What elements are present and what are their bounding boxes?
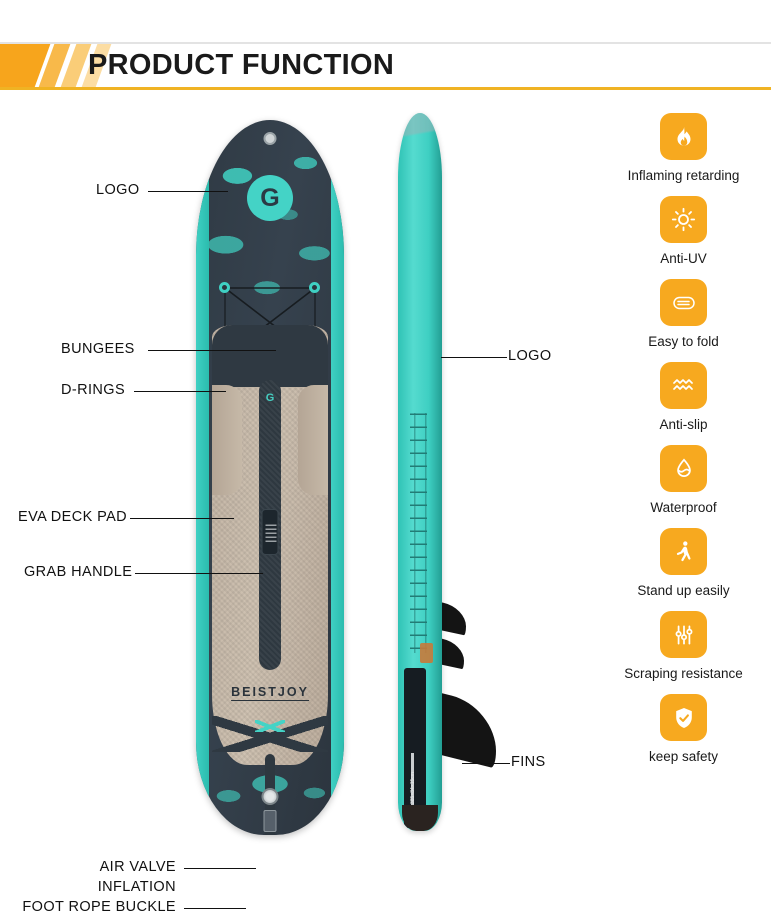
callout-logo: LOGO: [96, 182, 140, 198]
waves-icon: [660, 362, 707, 409]
tail-chevron-accent: [255, 720, 285, 732]
board-dimensions-metric: 385×84×15cm: [410, 772, 416, 804]
nose-vent: [263, 132, 277, 145]
board-side-accent: [420, 643, 433, 663]
d-ring-front-left: [219, 282, 230, 293]
d-ring-front-right: [309, 282, 320, 293]
deck-strip-logo: G: [265, 392, 275, 404]
leader-air-valve: [184, 868, 256, 869]
droplet-icon: [660, 445, 707, 492]
leader-logo: [148, 191, 228, 192]
board-top-view: G G BEISTJOY: [196, 120, 344, 835]
board-rail-right: [331, 120, 344, 835]
header-bottom-divider: [0, 87, 771, 90]
feature-label: Stand up easily: [637, 583, 730, 598]
foot-rope-buckle: [263, 810, 277, 832]
leader-foot-rope-buckle: [184, 908, 246, 909]
sliders-icon: [660, 611, 707, 658]
deck-pad-top-panel: [212, 325, 328, 387]
board-side-logo-pattern: [410, 413, 427, 653]
callout-eva-deck-pad: EVA DECK PAD: [18, 509, 128, 525]
callout-bungees: BUNGEES: [61, 341, 135, 357]
feature-item-anti-uv: Anti-UV: [596, 196, 771, 267]
feature-label: Anti-slip: [659, 417, 708, 432]
board-rail-left: [196, 120, 209, 835]
header-top-divider: [0, 42, 771, 44]
callout-air-valve: AIR VALVE: [99, 859, 176, 875]
board-side-view: 385×84×15cm: [398, 113, 496, 831]
board-nose-logo: G: [247, 175, 293, 221]
page-header: PRODUCT FUNCTION: [0, 42, 771, 90]
product-diagram-stage: G G BEISTJOY: [0, 95, 771, 915]
air-valve: [261, 788, 279, 805]
callout-d-rings: D-RINGS: [61, 382, 126, 398]
leader-grab-handle: [135, 573, 263, 574]
feature-label: keep safety: [648, 749, 719, 764]
page-title: PRODUCT FUNCTION: [88, 49, 395, 81]
callout-logo-side: LOGO: [508, 348, 552, 364]
leader-d-rings: [134, 391, 226, 392]
board-nose-artwork: [196, 120, 344, 335]
feature-item-easy-to-fold: Easy to fold: [596, 279, 771, 350]
board-brand-name: BEISTJOY: [231, 685, 309, 701]
board-side-body: 385×84×15cm: [398, 113, 442, 831]
walking-icon: [660, 528, 707, 575]
callout-fins: FINS: [511, 754, 546, 770]
board-top-body: G G BEISTJOY: [196, 120, 344, 835]
shield-check-icon: [660, 694, 707, 741]
callout-foot-rope-buckle: FOOT ROPE BUCKLE: [22, 899, 176, 915]
feature-item-anti-slip: Anti-slip: [596, 362, 771, 433]
leader-bungees: [148, 350, 276, 351]
board-side-tail-cap: [402, 805, 438, 831]
board-side-dark-panel: [404, 668, 426, 828]
leader-logo-side: [441, 357, 507, 358]
feature-label: Easy to fold: [648, 334, 719, 349]
feature-list: Inflaming retarding Anti-UV: [596, 113, 771, 777]
grab-handle: [261, 509, 279, 555]
fold-icon: [660, 279, 707, 326]
feature-item-scraping-resistance: Scraping resistance: [596, 611, 771, 682]
callout-grab-handle: GRAB HANDLE: [24, 564, 133, 580]
feature-item-stand-up-easily: Stand up easily: [596, 528, 771, 599]
fin-main: [434, 691, 496, 769]
deck-pad-side-right: [298, 385, 328, 495]
feature-label: Inflaming retarding: [627, 168, 740, 183]
flame-icon: [660, 113, 707, 160]
leader-fins: [462, 763, 510, 764]
feature-label: Waterproof: [650, 500, 717, 515]
feature-item-inflaming-retarding: Inflaming retarding: [596, 113, 771, 184]
callout-inflation: INFLATION: [97, 879, 176, 895]
deck-pad-side-left: [212, 385, 242, 495]
feature-item-keep-safety: keep safety: [596, 694, 771, 765]
board-side-nose-shade: [398, 113, 442, 233]
feature-label: Anti-UV: [660, 251, 707, 266]
leader-eva-deck-pad: [130, 518, 234, 519]
feature-label: Scraping resistance: [624, 666, 743, 681]
sun-icon: [660, 196, 707, 243]
feature-item-waterproof: Waterproof: [596, 445, 771, 516]
